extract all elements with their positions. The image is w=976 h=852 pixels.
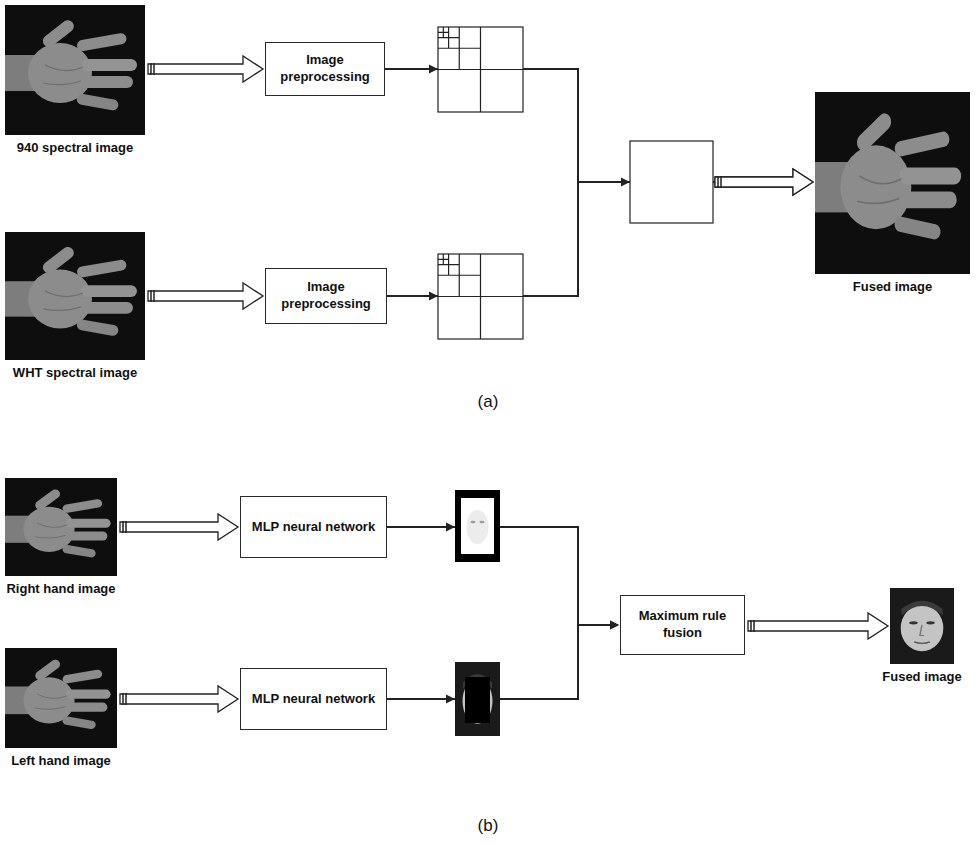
face-eye: [471, 521, 476, 524]
arrow-tail: [718, 176, 721, 188]
arrow-head: [446, 695, 455, 704]
hand-picture: [5, 5, 970, 748]
face-frame: [455, 490, 500, 562]
image-panel: Left hand image: [5, 648, 117, 748]
wavelet-grid: [438, 254, 523, 339]
block-arrow: [748, 613, 888, 639]
image-panel: Right hand image: [5, 478, 117, 576]
connector-line: [387, 527, 618, 625]
face-inner: [461, 498, 494, 554]
connector: [120, 686, 238, 712]
hand-right: [5, 478, 117, 576]
image-caption: WHT spectral image: [13, 365, 137, 382]
box-label: MLP neural network: [241, 691, 386, 708]
arrow-head: [446, 523, 455, 532]
arrow-head: [429, 292, 438, 301]
connector: [148, 56, 263, 82]
image-caption: Fused image: [882, 669, 961, 686]
image-panel: WHT spectral image: [5, 232, 145, 360]
face-mask: [465, 677, 490, 723]
image-caption: Right hand image: [6, 581, 115, 598]
block-arrow: [715, 169, 813, 195]
connector: [387, 621, 619, 700]
image-panel: Fused image: [890, 588, 954, 664]
wavelet-square: [438, 27, 523, 339]
block-arrow: [148, 56, 263, 82]
face-faint: [467, 510, 489, 544]
face-masked: [455, 662, 500, 736]
arrow-head: [429, 65, 438, 74]
arrow-head: [610, 621, 619, 630]
connector: [748, 613, 888, 639]
process-box: Image preprocessing: [265, 42, 385, 96]
hand-wht: [5, 232, 145, 360]
hand-940: [5, 5, 145, 135]
block-arrow: [715, 169, 813, 195]
connector-line: [387, 625, 618, 699]
connector: [120, 514, 238, 540]
connector: [148, 283, 263, 309]
panel-label: (a): [458, 392, 518, 412]
connector: [387, 527, 619, 630]
process-box: Image preprocessing: [265, 268, 387, 324]
wavelet-outline: [438, 254, 523, 339]
box-label: Maximum rule fusion: [621, 608, 744, 642]
arrow-tail: [751, 620, 754, 632]
face-fused: [890, 588, 954, 664]
image-panel: 940 spectral image: [5, 5, 145, 135]
fusion-box: [630, 141, 713, 223]
hand-fused: [815, 92, 970, 274]
image-panel: Fused image: [815, 92, 970, 274]
box-label: Image preprocessing: [266, 52, 384, 86]
arrow-head: [621, 178, 630, 187]
arrow-head: [610, 621, 619, 630]
block-arrow: [120, 514, 238, 540]
box-label: MLP neural network: [241, 519, 386, 536]
process-box: MLP neural network: [240, 496, 387, 558]
box-label: Image preprocessing: [266, 279, 386, 313]
process-box: Maximum rule fusion: [620, 595, 745, 655]
arrow-tail: [123, 693, 126, 705]
wavelet-outline: [438, 27, 523, 112]
wavelet-grid: [438, 27, 523, 112]
arrow-tail: [151, 290, 154, 302]
arrow-head: [429, 65, 630, 704]
face-picture: [455, 490, 954, 736]
image-caption: Fused image: [853, 279, 932, 296]
block-arrow: [120, 686, 238, 712]
block-arrow: [148, 283, 263, 309]
panel-label: (b): [458, 816, 518, 836]
arrow-tail: [123, 521, 126, 533]
image-caption: Left hand image: [11, 753, 111, 770]
face-eye: [480, 521, 485, 524]
process-box: MLP neural network: [240, 668, 387, 730]
image-caption: 940 spectral image: [17, 140, 133, 157]
hand-left: [5, 648, 117, 748]
arrow-tail: [151, 63, 154, 75]
